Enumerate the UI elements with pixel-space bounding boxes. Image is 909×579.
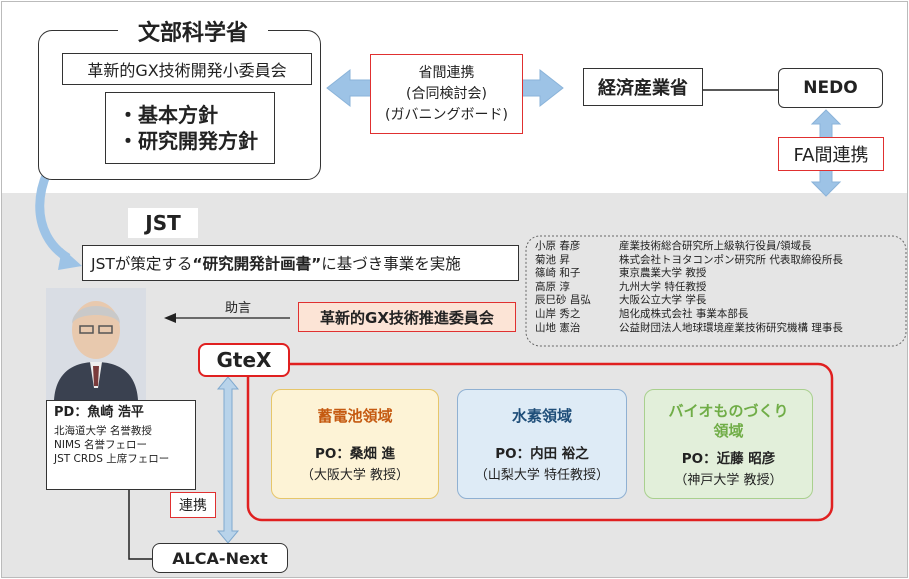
jst-plan-suffix: に基づき事業を実施 [321,255,461,273]
pd-info-box: PD：魚崎 浩平 北海道大学 名誉教授 NIMS 名誉フェロー JST CRDS… [46,400,196,490]
advice-label: 助言 [225,301,252,316]
field-bio-affiliation: （神戸大学 教授） [674,472,783,488]
field-hydrogen-po: PO：内田 裕之 [495,446,589,462]
basic-policy: ・基本方針 [118,103,218,127]
field-battery-affiliation: （大阪大学 教授） [300,468,410,483]
field-bio-po: PO：近藤 昭彦 [681,450,776,467]
member-role: 公益財団法人地球環境産業技術研究機構 理事長 [619,321,843,334]
member-role: 株式会社トヨタコンポン研究所 代表取締役所長 [619,253,843,266]
field-battery-title: 蓄電池領域 [317,407,393,425]
jst-plan-prefix: JSTが策定する [91,255,193,273]
member-name: 小原 春彦 [535,240,581,252]
gtex-container [246,362,834,522]
policy-box: ・基本方針 ・研究開発方針 [105,92,275,164]
member-row: 辰巳砂 昌弘 大阪公立大学 学長 [535,294,907,308]
pd-portrait-icon [46,288,146,400]
pd-affiliation-3: JST CRDS 上席フェロー [54,453,170,465]
member-role: 旭化成株式会社 事業本部長 [619,307,749,320]
link-box: 連携 [170,492,216,518]
member-name: 山地 憲治 [535,321,581,334]
member-role: 九州大学 特任教授 [619,280,707,293]
member-role: 東京農業大学 教授 [619,267,707,280]
pd-affiliation-1: 北海道大学 名誉教授 [54,425,152,437]
member-name: 高原 淳 [535,280,570,293]
member-name: 篠崎 和子 [535,267,581,280]
meti-box: 経済産業省 [583,68,703,106]
pd-affiliation-2: NIMS 名誉フェロー [54,439,148,451]
pd-photo [46,288,146,400]
alca-next-box: ALCA-Next [152,543,288,573]
pd-alca-connector [128,490,152,560]
field-bio-title-1: バイオものづくり [668,401,789,420]
field-biomanufacturing: バイオものづくり 領域 PO：近藤 昭彦 （神戸大学 教授） [644,389,813,499]
member-name: 山岸 秀之 [535,307,581,320]
mext-title: 文部科学省 [118,17,268,46]
member-row: 山岸 秀之 旭化成株式会社 事業本部長 [535,308,907,322]
member-role: 大阪公立大学 学長 [619,294,707,307]
jst-plan-box: JSTが策定する“研究開発計画書”に基づき事業を実施 [82,245,519,281]
nedo-box: NEDO [778,68,883,108]
gtex-alca-vertical-arrow [216,376,240,544]
jst-plan-bold: “研究開発計画書” [192,255,322,273]
rd-policy: ・研究開発方針 [118,129,258,153]
member-name: 菊池 昇 [535,253,570,266]
subcommittee-box: 革新的GX技術開発小委員会 [62,53,312,85]
joint-meeting-label: (合同検討会) [406,85,487,102]
member-row: 山地 憲治 公益財団法人地球環境産業技術研究機構 理事長 [535,322,907,336]
gtex-label: GteX [198,343,290,377]
member-name: 辰巳砂 昌弘 [535,294,591,307]
member-role: 産業技術総合研究所上級執行役員/領域長 [619,240,812,252]
field-battery-po: PO：桑畑 進 [314,446,396,462]
field-bio-title-2: 領域 [713,421,744,440]
governing-board-label: (ガバニングボード) [385,106,508,123]
field-hydrogen-affiliation: （山梨大学 特任教授） [474,468,610,483]
members-dotted-outline [525,235,907,347]
member-row: 小原 春彦 産業技術総合研究所上級執行役員/領域長 [535,240,907,254]
member-row: 菊池 昇 株式会社トヨタコンポン研究所 代表取締役所長 [535,254,907,268]
field-hydrogen-title: 水素領域 [511,407,572,425]
member-row: 高原 淳 九州大学 特任教授 [535,281,907,295]
field-hydrogen: 水素領域 PO：内田 裕之 （山梨大学 特任教授） [457,389,627,499]
committee-box: 革新的GX技術推進委員会 [298,302,516,332]
member-row: 篠崎 和子 東京農業大学 教授 [535,267,907,281]
fa-link-box: FA間連携 [778,137,884,171]
field-battery: 蓄電池領域 PO：桑畑 進 （大阪大学 教授） [271,389,439,499]
committee-members-list: 小原 春彦 産業技術総合研究所上級執行役員/領域長 菊池 昇 株式会社トヨタコンポン… [535,240,907,335]
pd-name: PD：魚崎 浩平 [54,405,144,420]
inter-ministry-label: 省間連携 [418,64,475,81]
jst-label: JST [128,208,198,238]
inter-ministry-box: 省間連携 (合同検討会) (ガバニングボード) [370,54,523,134]
